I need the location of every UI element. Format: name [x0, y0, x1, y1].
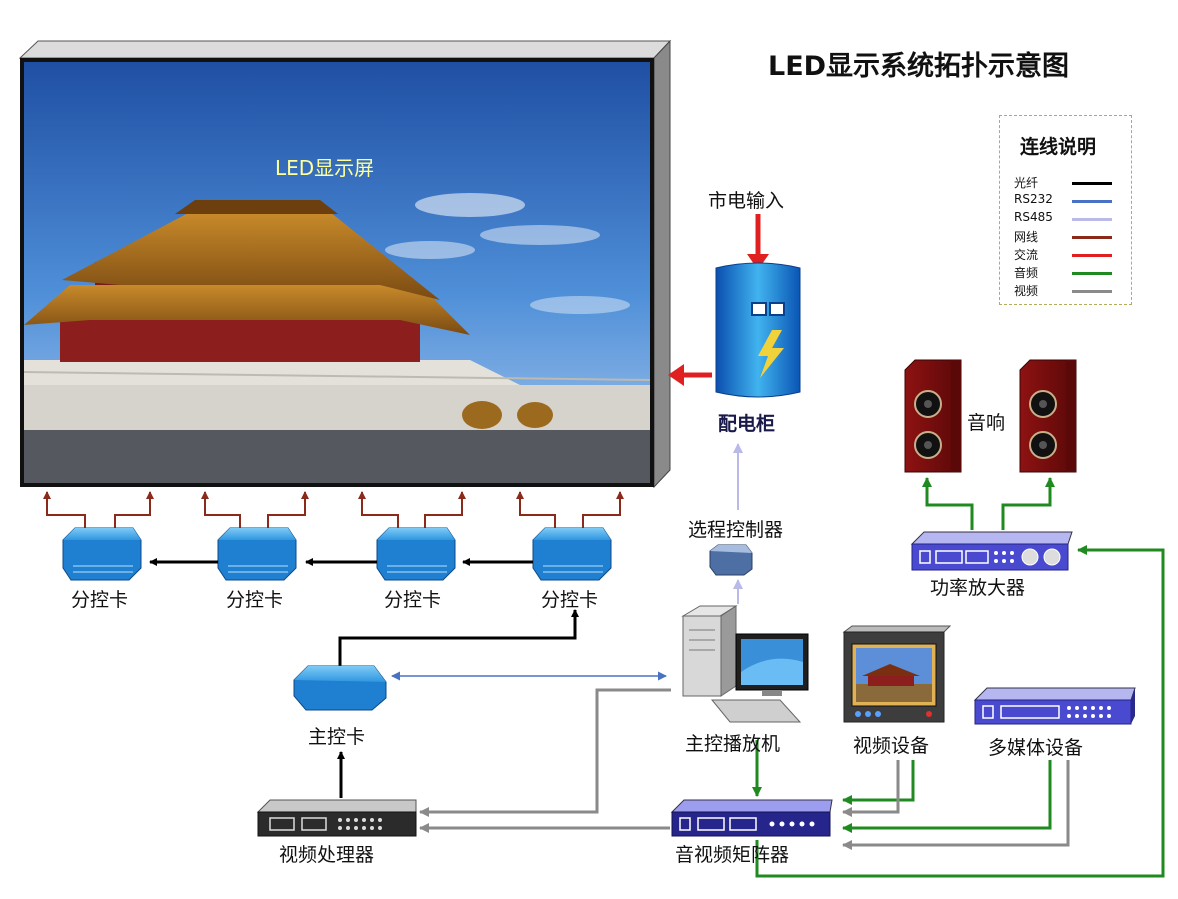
legend-swatch — [1072, 182, 1112, 185]
fiber-links — [149, 558, 579, 798]
power-cabinet — [668, 214, 801, 398]
video-device-tv — [842, 625, 952, 723]
legend-swatch — [1072, 236, 1112, 239]
main-player-pc — [681, 605, 809, 723]
video-links — [419, 688, 1070, 850]
legend-item: 音频 — [1014, 264, 1124, 282]
legend-swatch — [1072, 254, 1112, 257]
legend-item-name: 交流 — [1014, 248, 1039, 262]
receiver-card-label: 分控卡 — [384, 589, 442, 611]
legend-item-name: RS232 — [1014, 192, 1053, 206]
legend-item-name: 音频 — [1014, 266, 1039, 280]
video-processor-label: 视频处理器 — [279, 844, 375, 866]
legend-item: RS485 — [1014, 210, 1124, 228]
legend-swatch — [1072, 272, 1112, 275]
remote-controller-label: 选程控制器 — [688, 519, 784, 541]
legend-swatch — [1072, 200, 1112, 203]
legend-item: 网线 — [1014, 228, 1124, 246]
legend: 连线说明 光纤 RS232 RS485 网线 交流 音频 视频 — [999, 115, 1132, 305]
av-matrix-box — [670, 799, 833, 837]
receiver-card-label: 分控卡 — [226, 589, 284, 611]
power-cabinet-label: 配电柜 — [718, 413, 776, 435]
video-processor-box — [256, 799, 417, 837]
main-player-label: 主控播放机 — [685, 733, 781, 755]
receiver-card-boxes — [62, 527, 612, 581]
legend-item-name: RS485 — [1014, 210, 1053, 224]
video-device-label: 视频设备 — [853, 735, 930, 757]
legend-swatch — [1072, 290, 1112, 293]
receiver-card-label: 分控卡 — [541, 589, 599, 611]
network-cables — [43, 491, 624, 530]
legend-swatch — [1072, 218, 1112, 221]
amplifier-label: 功率放大器 — [930, 577, 1026, 599]
legend-item-name: 光纤 — [1014, 176, 1039, 190]
legend-item-name: 网线 — [1014, 230, 1039, 244]
speaker-left — [904, 359, 962, 473]
main-card-label: 主控卡 — [308, 726, 366, 748]
power-input-label: 市电输入 — [708, 190, 785, 212]
legend-item-name: 视频 — [1014, 284, 1039, 298]
led-screen-label: LED显示屏 — [275, 156, 375, 180]
av-matrix-label: 音视频矩阵器 — [675, 844, 790, 866]
led-screen — [18, 39, 672, 489]
legend-item: RS232 — [1014, 192, 1124, 210]
legend-title: 连线说明 — [1020, 136, 1097, 158]
audio-links — [752, 477, 1165, 878]
main-card-box — [293, 665, 387, 711]
legend-item: 光纤 — [1014, 174, 1124, 192]
remote-controller-box — [709, 544, 753, 576]
legend-item: 交流 — [1014, 246, 1124, 264]
amplifier-box — [910, 531, 1073, 571]
speaker-label: 音响 — [967, 412, 1006, 434]
page-title: LED显示系统拓扑示意图 — [768, 51, 1070, 82]
multimedia-device-box — [973, 687, 1136, 725]
speaker-right — [1019, 359, 1077, 473]
multimedia-device-label: 多媒体设备 — [988, 737, 1084, 759]
legend-item: 视频 — [1014, 282, 1124, 300]
receiver-card-label: 分控卡 — [71, 589, 129, 611]
